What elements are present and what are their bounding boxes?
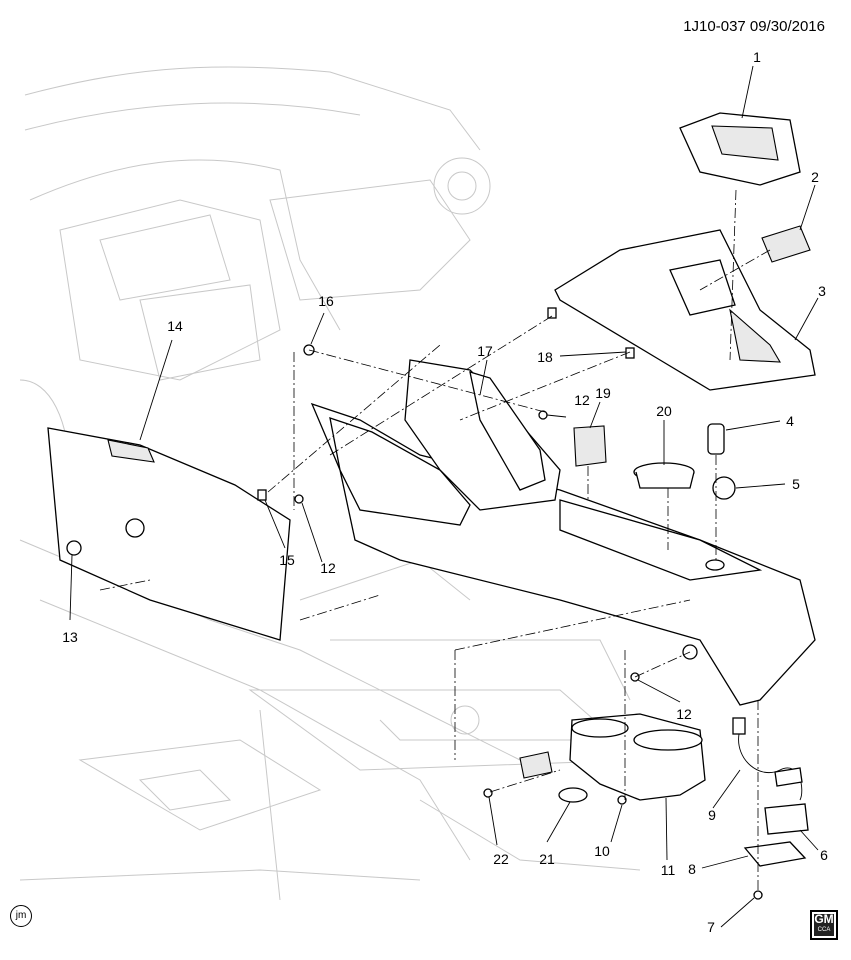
callout-2: 2 (811, 169, 819, 185)
console-window (329, 417, 471, 526)
harness-plug (774, 767, 803, 787)
cup-ring-2 (633, 729, 703, 751)
artist-mark: jm (10, 905, 32, 927)
callout-12-c: 12 (676, 706, 692, 722)
callout-12-a: 12 (574, 392, 590, 408)
callout-19: 19 (595, 385, 611, 401)
gm-logo-subtext: CCA (817, 927, 831, 933)
screw-22 (483, 788, 493, 798)
side-panel (47, 427, 291, 641)
power-outlet (707, 423, 725, 455)
bracket-upper (764, 803, 809, 835)
screw-12b (294, 494, 304, 504)
push-retainer (66, 540, 82, 556)
clip-15 (257, 489, 267, 501)
gm-logo: GM CCA (810, 910, 838, 940)
callout-6: 6 (820, 847, 828, 863)
switch-lower (519, 751, 553, 779)
side-panel-vent (107, 439, 155, 463)
switch (761, 225, 811, 263)
console-top-tray (559, 499, 763, 581)
callout-7: 7 (707, 919, 715, 935)
callout-1: 1 (753, 49, 761, 65)
callout-12-b: 12 (320, 560, 336, 576)
usb-port (573, 425, 607, 467)
ring (558, 787, 588, 803)
screw-7 (753, 890, 763, 900)
cup-insert-wall (635, 471, 695, 489)
callout-16: 16 (318, 293, 334, 309)
screw-10 (617, 795, 627, 805)
callout-8: 8 (688, 861, 696, 877)
diagram-reference: 1J10-037 09/30/2016 (683, 18, 825, 35)
leader-lines (69, 65, 819, 928)
callout-3: 3 (818, 283, 826, 299)
callout-13: 13 (62, 629, 78, 645)
callout-9: 9 (708, 807, 716, 823)
callout-17: 17 (477, 343, 493, 359)
bracket-upright (469, 371, 546, 491)
panel-hole (125, 518, 145, 538)
bracket-lower (743, 841, 807, 867)
assembly-lines (99, 189, 771, 890)
callout-10: 10 (594, 843, 610, 859)
upper-trim-boot (669, 259, 736, 316)
shift-plate-gate (711, 125, 779, 161)
clip-18a (547, 307, 557, 319)
callout-22: 22 (493, 851, 509, 867)
callout-5: 5 (792, 476, 800, 492)
callout-4: 4 (786, 413, 794, 429)
callout-18: 18 (537, 349, 553, 365)
callout-labels: 1 2 3 4 5 6 7 8 9 10 11 12 12 12 13 14 1… (62, 49, 828, 935)
cup-ring-1 (571, 718, 629, 738)
callout-20: 20 (656, 403, 672, 419)
wiring-harness (738, 733, 803, 801)
harness-connector (732, 717, 746, 735)
upper-trim-slot (729, 308, 781, 363)
callout-15: 15 (279, 552, 295, 568)
outlet-cap (712, 476, 736, 500)
clip-18b (625, 347, 635, 359)
console-socket (705, 559, 725, 571)
callout-14: 14 (167, 318, 183, 334)
screw-12a (538, 410, 548, 420)
callout-11: 11 (661, 862, 676, 878)
callout-21: 21 (539, 851, 555, 867)
gm-logo-text: GM (814, 912, 834, 926)
